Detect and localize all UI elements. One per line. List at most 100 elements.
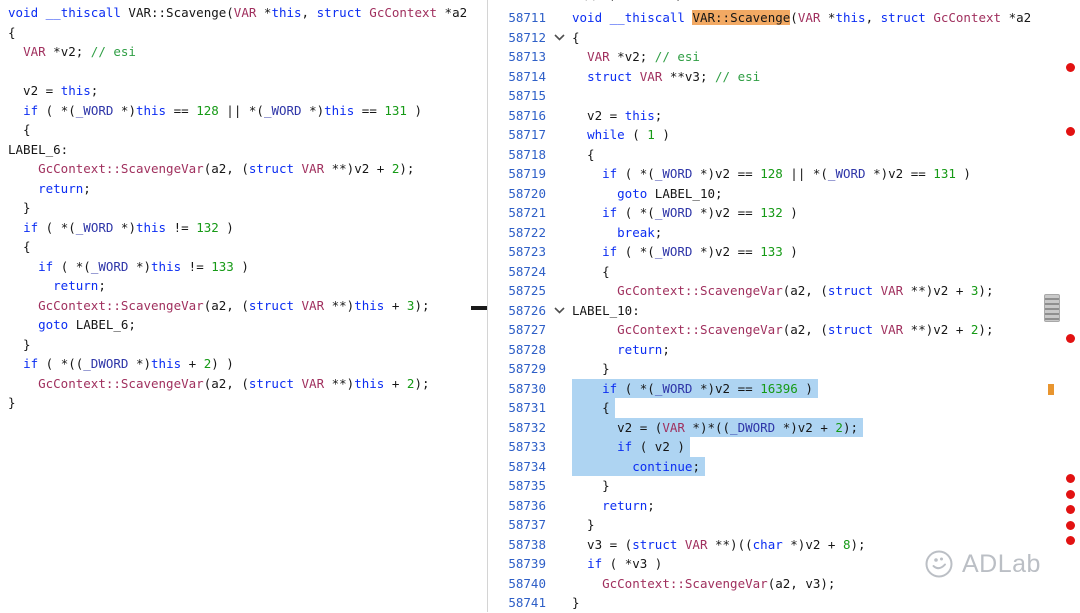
- code-line[interactable]: 58731 {: [488, 398, 1080, 418]
- code-line[interactable]: }: [0, 198, 487, 218]
- code-line[interactable]: 58723 if ( *(_WORD *)v2 == 133 ): [488, 242, 1080, 262]
- code-line[interactable]: if ( *((_DWORD *)this + 2) ): [0, 354, 487, 374]
- code-line[interactable]: 58720 goto LABEL_10;: [488, 184, 1080, 204]
- code-token: **v3;: [662, 68, 716, 84]
- code-line[interactable]: 58727 GcContext::ScavengeVar(a2, (struct…: [488, 320, 1080, 340]
- code-line[interactable]: if ( *(_WORD *)this == 128 || *(_WORD *)…: [0, 101, 487, 121]
- code-token: VAR: [880, 283, 904, 298]
- code-line[interactable]: }: [0, 393, 487, 413]
- scrollbar-thumb[interactable]: [1044, 294, 1060, 322]
- code-line[interactable]: 58715: [488, 86, 1080, 106]
- code-line[interactable]: 58718 {: [488, 145, 1080, 165]
- code-token: [294, 376, 302, 391]
- code-line[interactable]: return;: [0, 179, 487, 199]
- code-line[interactable]: 58717 while ( 1 ): [488, 125, 1080, 145]
- code-token: ): [218, 219, 234, 235]
- code-line[interactable]: VAR *v2; // esi: [0, 42, 487, 62]
- code-token: this: [60, 83, 91, 98]
- code-line[interactable]: }: [0, 335, 487, 355]
- fold-spacer: [550, 476, 572, 496]
- code-line[interactable]: GcContext::ScavengeVar(a2, (struct VAR *…: [0, 159, 487, 179]
- line-number: 58730: [508, 380, 546, 396]
- code-token: *)v2 +: [782, 536, 843, 552]
- code-token: if: [38, 258, 54, 274]
- line-number: 58734: [508, 458, 546, 474]
- line-number: 58727: [508, 322, 546, 337]
- fold-spacer: [550, 145, 572, 165]
- code-line[interactable]: 58724 {: [488, 262, 1080, 282]
- code-line[interactable]: 58736 return;: [488, 496, 1080, 516]
- code-line[interactable]: 58716 v2 = this;: [488, 106, 1080, 126]
- code-line[interactable]: 58739 if ( *v3 ): [488, 554, 1080, 574]
- pane-splitter-handle[interactable]: [471, 306, 487, 310]
- code-line[interactable]: if ( *(_WORD *)this != 133 ): [0, 257, 487, 277]
- line-number: 58725: [508, 283, 546, 298]
- code-line[interactable]: 58737 }: [488, 515, 1080, 535]
- code-line[interactable]: v2 = this;: [0, 81, 487, 101]
- pane-divider[interactable]: [487, 0, 488, 612]
- code-line[interactable]: 58734 continue;: [488, 456, 1080, 476]
- code-token: this: [135, 219, 167, 235]
- code-line[interactable]: 58712{: [488, 28, 1080, 48]
- code-line[interactable]: LABEL_6:: [0, 140, 487, 160]
- code-line[interactable]: 58733 if ( v2 ): [488, 437, 1080, 457]
- line-number: 58737: [508, 517, 546, 532]
- code-line[interactable]: 58714 struct VAR **v3; // esi: [488, 67, 1080, 87]
- code-line[interactable]: goto LABEL_6;: [0, 315, 487, 335]
- code-line[interactable]: 58721 if ( *(_WORD *)v2 == 132 ): [488, 203, 1080, 223]
- code-token: ( *(: [38, 219, 76, 235]
- code-token: GcContext::ScavengeVar: [38, 161, 204, 176]
- code-line[interactable]: if ( *(_WORD *)this != 132 ): [0, 218, 487, 238]
- code-line[interactable]: {: [0, 237, 487, 257]
- code-token: ;: [654, 107, 663, 123]
- code-line[interactable]: {: [0, 120, 487, 140]
- code-token: );: [978, 283, 994, 298]
- code-line[interactable]: {: [0, 23, 487, 43]
- code-line[interactable]: 58741}: [488, 593, 1080, 613]
- code-token: *v2;: [609, 49, 655, 64]
- code-token: ;: [662, 341, 670, 357]
- code-token: ,: [865, 10, 881, 25]
- code-line[interactable]: GcContext::ScavengeVar(a2, (struct VAR *…: [0, 296, 487, 316]
- code-line[interactable]: 58722 break;: [488, 223, 1080, 243]
- code-line[interactable]: 58719 if ( *(_WORD *)v2 == 128 || *(_WOR…: [488, 164, 1080, 184]
- code-token: (a2, (: [782, 283, 828, 298]
- code-line[interactable]: 58730 if ( *(_WORD *)v2 == 16396 ): [488, 378, 1080, 398]
- code-token: this: [354, 375, 385, 391]
- code-line[interactable]: 58725 GcContext::ScavengeVar(a2, (struct…: [488, 281, 1080, 301]
- code-line[interactable]: [0, 62, 487, 82]
- code-line[interactable]: 58713 VAR *v2; // esi: [488, 47, 1080, 67]
- fold-chevron-icon[interactable]: [550, 28, 572, 48]
- code-line[interactable]: 58738 v3 = (struct VAR **)((char *)v2 + …: [488, 535, 1080, 555]
- code-line[interactable]: 58732 v2 = (VAR *)*((_DWORD *)v2 + 2);: [488, 417, 1080, 437]
- code-token: ( *(: [53, 258, 91, 274]
- code-token: continue: [632, 458, 693, 474]
- code-line[interactable]: void __thiscall VAR::Scavenge(VAR *this,…: [0, 3, 487, 23]
- line-number: 58731: [508, 400, 546, 415]
- line-number: 58715: [508, 88, 546, 103]
- code-token: [572, 556, 587, 571]
- code-token: [572, 342, 617, 357]
- code-line[interactable]: 58740 GcContext::ScavengeVar(a2, v3);: [488, 574, 1080, 594]
- code-line[interactable]: 58728 return;: [488, 340, 1080, 360]
- code-line[interactable]: 58735 }: [488, 476, 1080, 496]
- line-number: 58712: [508, 29, 546, 45]
- code-line[interactable]: 58729 }: [488, 359, 1080, 379]
- code-line[interactable]: return;: [0, 276, 487, 296]
- code-token: [572, 439, 617, 454]
- code-token: [8, 220, 23, 235]
- line-number: 58719: [508, 166, 546, 181]
- adlab-watermark: ADLab: [924, 549, 1041, 579]
- code-token: if: [587, 556, 603, 571]
- code-token: *: [820, 10, 836, 25]
- fold-chevron-icon[interactable]: [550, 301, 572, 321]
- code-token: this: [151, 356, 182, 371]
- fold-spacer: [550, 496, 572, 516]
- code-line[interactable]: GcContext::ScavengeVar(a2, (struct VAR *…: [0, 374, 487, 394]
- line-number: 58726: [508, 302, 546, 318]
- fold-spacer: [550, 340, 572, 360]
- line-number: 58722: [508, 224, 546, 240]
- code-token: [8, 376, 38, 391]
